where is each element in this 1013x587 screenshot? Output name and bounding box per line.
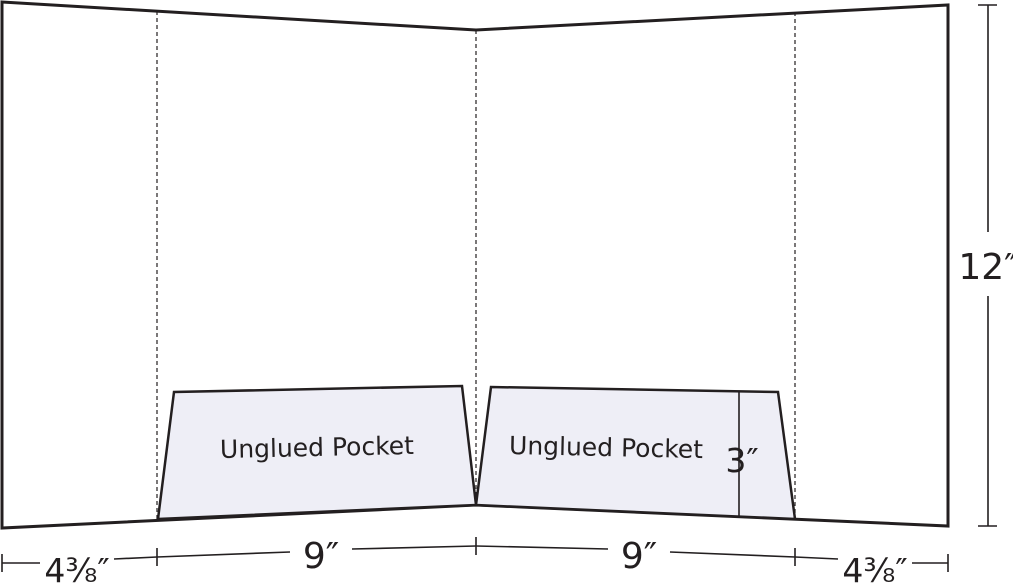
left-pocket <box>156 384 478 521</box>
left-panel-dim-line-b <box>351 545 477 550</box>
right-flap-dim-line-a <box>794 556 839 560</box>
height-label: 12″ <box>958 247 1013 288</box>
right-panel-dim-line-a <box>475 545 609 550</box>
left-panel-dim-line-a <box>156 551 291 558</box>
pocket-height-label: 3″ <box>725 441 758 480</box>
left-pocket-label: Unglued Pocket <box>220 431 415 464</box>
folder-outline <box>0 0 950 530</box>
right-pocket-label: Unglued Pocket <box>509 431 704 464</box>
left-flap-width-label: 4⅜″ <box>44 551 109 587</box>
right-panel-width-label: 9″ <box>621 536 657 577</box>
right-flap-width-label: 4⅜″ <box>842 551 907 587</box>
left-flap-dim-line-b <box>113 556 158 560</box>
right-panel-dim-line-b <box>669 551 796 558</box>
left-panel-width-label: 9″ <box>303 536 339 577</box>
right-pocket <box>474 385 797 521</box>
